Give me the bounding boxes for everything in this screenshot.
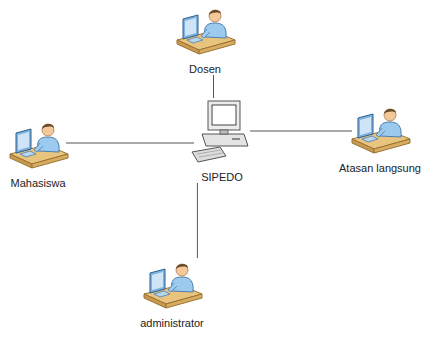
node-label: Atasan langsung bbox=[338, 162, 422, 174]
node-label: Mahasiswa bbox=[9, 177, 66, 189]
user-icon bbox=[173, 4, 237, 60]
network-link bbox=[66, 143, 194, 144]
network-link bbox=[197, 183, 198, 258]
user-icon bbox=[140, 258, 204, 314]
node-label: SIPEDO bbox=[200, 171, 244, 183]
workstation-node: Dosen bbox=[173, 4, 237, 75]
user-icon bbox=[6, 118, 70, 174]
workstation-node: Atasan langsung bbox=[338, 103, 422, 174]
network-link bbox=[250, 131, 352, 132]
workstation-node: administrator bbox=[139, 258, 205, 329]
network-link bbox=[213, 75, 214, 98]
node-label: administrator bbox=[139, 317, 205, 329]
server-node: SIPEDO bbox=[190, 98, 254, 183]
node-label: Dosen bbox=[188, 63, 222, 75]
user-icon bbox=[348, 103, 412, 159]
workstation-node: Mahasiswa bbox=[6, 118, 70, 189]
computer-icon bbox=[190, 98, 254, 168]
